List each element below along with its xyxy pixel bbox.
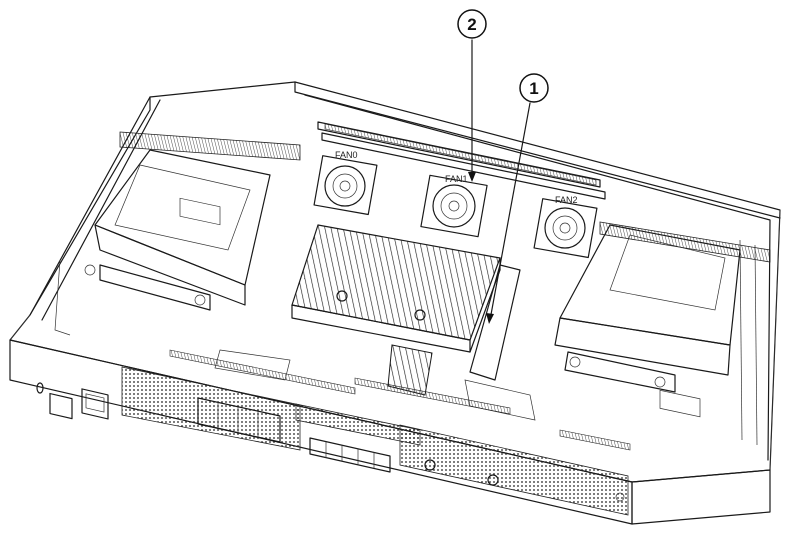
- network-ports: [309, 437, 391, 473]
- dimm-slots: [317, 121, 606, 200]
- callout-2-label: 2: [467, 15, 476, 34]
- fan-0-label: FAN0: [335, 150, 358, 160]
- fan-1-label: FAN1: [445, 174, 468, 184]
- fan-0: FAN0: [313, 150, 378, 216]
- right-power-supply: [554, 221, 771, 418]
- callout-1: 1: [486, 73, 549, 324]
- fan-2-label: FAN2: [555, 195, 578, 205]
- callout-2: 2: [457, 9, 487, 182]
- board-connectors: [169, 349, 631, 451]
- sfp-ports: [197, 397, 281, 443]
- air-duct: [464, 264, 536, 421]
- fan-2: FAN2: [533, 195, 598, 259]
- fan-1: FAN1: [420, 174, 488, 238]
- front-panel: [9, 339, 771, 525]
- left-power-supply: [84, 131, 301, 311]
- callout-1-label: 1: [529, 79, 538, 98]
- cpu-heatsink: [291, 224, 501, 353]
